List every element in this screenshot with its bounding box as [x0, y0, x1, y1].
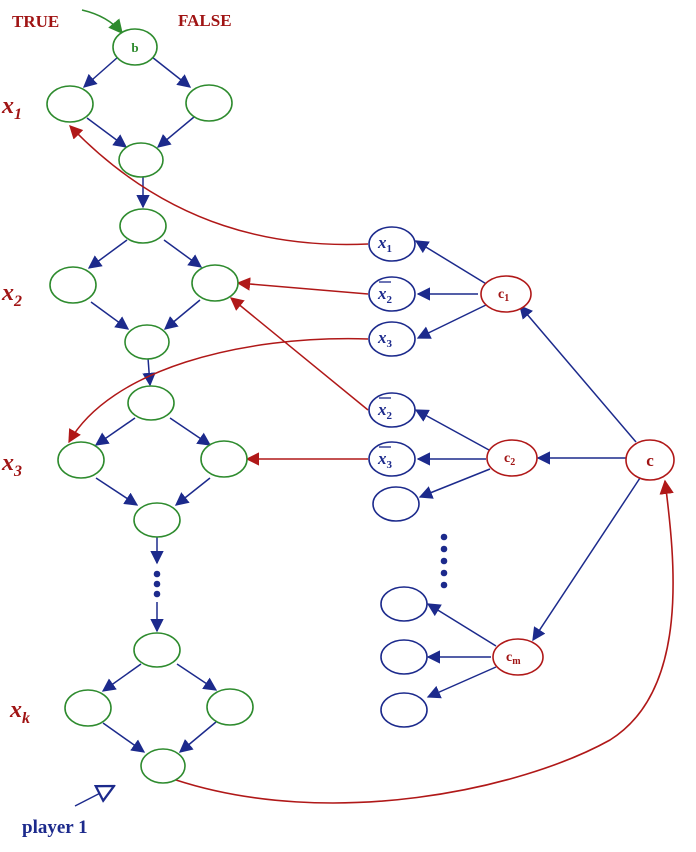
- true-label: TRUE: [12, 12, 59, 31]
- edge-c2-lit4: [414, 409, 490, 451]
- node-x3-top: [127, 385, 175, 421]
- edge-xkright-xkbottom: [178, 721, 217, 753]
- red-lit3-x3left: [68, 337, 369, 444]
- node-x3-bottom: [133, 502, 181, 538]
- labels: TRUE FALSE b x1 x2 x3 xk x1 x2 x3 x2 x3 …: [1, 11, 654, 838]
- edge-c1-lit3: [416, 303, 489, 339]
- literal-node-2: [368, 276, 416, 312]
- edge-xktop-xkleft: [101, 663, 142, 692]
- node-b: [112, 28, 158, 66]
- edges: [68, 9, 674, 807]
- edge-x2top-x2right: [163, 239, 203, 268]
- node-x1-left: [46, 85, 94, 123]
- red-lit1-x1left: [69, 125, 369, 246]
- edge-root-cm: [532, 477, 641, 642]
- clause-label-c2: c2: [504, 451, 515, 468]
- edge-c1-lit1: [414, 240, 489, 286]
- red-lit4-x2right: [229, 297, 369, 411]
- clause-node-cm: [492, 638, 544, 676]
- ellipsis-dot: [440, 545, 448, 553]
- node-x2-top: [119, 208, 167, 244]
- literal-label-2: x2: [377, 284, 393, 306]
- edge-c2-lit6: [418, 468, 491, 499]
- node-xk-bottom: [140, 748, 186, 784]
- node-xk-right: [206, 688, 254, 726]
- edge-root-c1: [519, 304, 637, 443]
- node-x3-left: [57, 441, 105, 479]
- edge-x3top-x3right: [169, 417, 212, 446]
- edge-xktop-xkright: [176, 663, 218, 691]
- edge-x2left-x2bottom: [90, 301, 130, 330]
- node-x2-bottom: [124, 324, 170, 360]
- literal-ellipsis: [440, 533, 448, 589]
- node-x3-right: [200, 440, 248, 478]
- clause-node-c1: [480, 275, 532, 313]
- clause-label-root: c: [646, 451, 654, 470]
- node-xk-left: [64, 689, 112, 727]
- red-lit2-x2right: [236, 277, 369, 295]
- gadget-nodes: [46, 28, 254, 784]
- start-node-label: b: [131, 40, 138, 55]
- literal-node-7: [380, 586, 428, 622]
- literal-node-8: [380, 639, 428, 675]
- start-arrow: [81, 9, 123, 35]
- literal-node-1: [368, 226, 416, 262]
- literal-nodes: [368, 226, 428, 728]
- player-label: player 1: [22, 817, 88, 838]
- edge-x2right-x2bottom: [163, 299, 201, 330]
- ellipsis-dot: [153, 590, 161, 598]
- edge-x3left-x3bottom: [95, 477, 139, 506]
- literal-label-3: x3: [377, 328, 393, 350]
- row-label-x3: x3: [1, 450, 22, 480]
- literal-label-5: x3: [377, 449, 393, 471]
- literal-label-4: x2: [377, 400, 393, 422]
- clause-node-c2: [486, 439, 538, 477]
- node-x1-bottom: [118, 142, 164, 178]
- clause-label-c1: c1: [498, 287, 509, 304]
- player-pointer: [74, 786, 114, 807]
- ellipsis-dot: [153, 580, 161, 588]
- edge-x3right-x3bottom: [174, 477, 211, 506]
- literal-node-9: [380, 692, 428, 728]
- node-xk-top: [133, 632, 181, 668]
- edge-x1right-x1bottom: [156, 116, 195, 148]
- literal-node-3: [368, 321, 416, 357]
- edge-cm-litC: [426, 666, 497, 699]
- edge-x2top-x2left: [87, 239, 128, 269]
- literal-node-6: [372, 486, 420, 522]
- false-label: FALSE: [178, 11, 232, 30]
- ellipsis-dot: [440, 533, 448, 541]
- edge-b-x1left: [82, 56, 119, 88]
- ellipsis-dot: [440, 569, 448, 577]
- ellipsis-dot: [440, 581, 448, 589]
- literal-node-5: [368, 441, 416, 477]
- edge-cm-litA: [426, 603, 497, 647]
- clause-node-root: [625, 439, 675, 481]
- node-x2-left: [49, 266, 97, 304]
- clause-label-cm: cm: [506, 650, 521, 667]
- edge-x1left-x1bottom: [86, 117, 128, 148]
- ellipsis-dot: [440, 557, 448, 565]
- node-x1-right: [185, 84, 233, 122]
- literal-node-4: [368, 392, 416, 428]
- node-x2-right: [191, 264, 239, 302]
- clause-nodes: [480, 275, 675, 676]
- edge-b-x1right: [151, 56, 192, 88]
- edge-xkleft-xkbottom: [102, 722, 146, 753]
- gadget-ellipsis: [153, 570, 161, 598]
- literal-label-1: x1: [377, 233, 392, 255]
- edge-x2-x3: [142, 357, 156, 387]
- edge-x3top-x3left: [94, 417, 136, 446]
- red-xkbottom-root: [175, 479, 674, 804]
- row-label-x1: x1: [1, 93, 22, 123]
- row-label-xk: xk: [9, 697, 30, 727]
- ellipsis-dot: [153, 570, 161, 578]
- row-label-x2: x2: [1, 280, 22, 310]
